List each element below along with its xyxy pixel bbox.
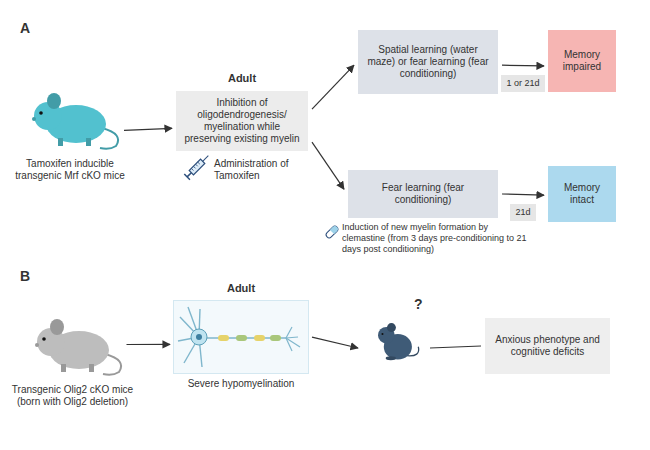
box-text: Fear learning (fear conditioning): [355, 182, 491, 206]
mouse-caption: Transgenic Olig2 cKO mice (born with Oli…: [5, 384, 140, 408]
neuron-panel: AdultSevere hypomyelination: [174, 282, 308, 390]
mouse-figure: Tamoxifen inducible transgenic Mrf cKO m…: [5, 80, 135, 182]
mouse-icon: [20, 80, 120, 150]
arrow-connector: [502, 65, 544, 67]
mouse-icon: [23, 306, 123, 376]
box-text: Spatial learning (water maze) or fear le…: [365, 44, 491, 80]
note-text: Induction of new myelin formation by cle…: [342, 222, 532, 254]
process-box: Fear learning (fear conditioning): [348, 170, 498, 218]
question-mark: ?: [414, 296, 423, 313]
box-fill: Fear learning (fear conditioning): [348, 170, 498, 218]
box-fill: Spatial learning (water maze) or fear le…: [358, 30, 498, 94]
arrow-connector: [502, 194, 544, 195]
box-fill: Anxious phenotype and cognitive deficits: [485, 318, 610, 374]
mouse-icon: [362, 306, 426, 376]
box-text: Inhibition of oligodendrogenesis/ myelin…: [183, 97, 301, 145]
neuron-illustration: [174, 301, 308, 373]
box-text: Memory intact: [555, 182, 609, 206]
arrow-connector: [124, 128, 172, 130]
pill-icon: [324, 224, 340, 240]
process-box: Spatial learning (water maze) or fear le…: [358, 30, 498, 94]
process-box: Anxious phenotype and cognitive deficits: [485, 318, 610, 374]
arrow-connector: [430, 346, 481, 348]
mouse-caption: Tamoxifen inducible transgenic Mrf cKO m…: [5, 158, 135, 182]
process-box: Memory impaired: [548, 30, 616, 92]
duration-label: 21d: [510, 204, 535, 221]
mouse-figure: Transgenic Olig2 cKO mice (born with Oli…: [5, 306, 140, 408]
stage-heading: Adult: [174, 282, 308, 295]
box-fill: Memory impaired: [548, 30, 616, 92]
arrow-connector: [312, 65, 354, 109]
process-box: AdultInhibition of oligodendrogenesis/ m…: [176, 72, 308, 151]
box-text: Memory impaired: [555, 49, 609, 73]
box-fill: Inhibition of oligodendrogenesis/ myelin…: [176, 91, 308, 151]
process-box: Memory intact: [548, 166, 616, 222]
arrow-connector: [127, 344, 171, 345]
syringe-icon: [180, 150, 214, 184]
arrow-connector: [312, 142, 344, 189]
note-text: Administration of Tamoxifen: [214, 158, 308, 182]
panel-letter: B: [20, 268, 50, 285]
panel-letter: A: [20, 20, 50, 37]
arrow-connector: [312, 337, 358, 348]
box-fill: Memory intact: [548, 166, 616, 222]
duration-label: 1 or 21d: [501, 75, 544, 92]
mouse-figure: ?: [362, 306, 434, 376]
stage-heading: Adult: [176, 72, 308, 85]
box-text: Anxious phenotype and cognitive deficits: [492, 334, 603, 358]
neuron-caption: Severe hypomyelination: [174, 378, 308, 390]
